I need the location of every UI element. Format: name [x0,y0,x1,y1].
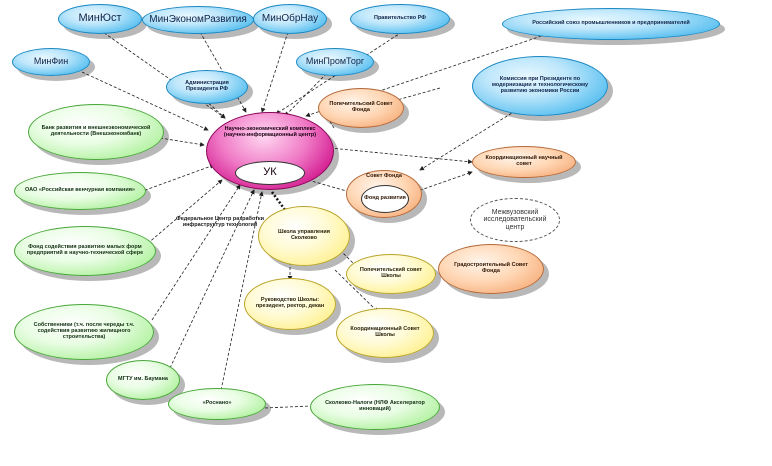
sovet-fonda-inner: Фонд развития [361,185,409,213]
edge-fond-uk [139,179,223,251]
edge-minobr-uk [260,31,289,113]
node-osao: ОАО «Российская венчурная компания» [14,172,146,210]
edge-uk-sovet [307,179,351,193]
node-bank: Банк развития и внешнеэкономической деят… [28,104,164,160]
edge-bank-uk [159,137,205,147]
node-rukovodstvo: Руководство Школы: президент, ректор, де… [244,278,336,330]
node-pravitelstvo: Правительство РФ [350,4,450,34]
node-komissiya: Комиссия при Президенте по модернизации … [472,56,608,116]
node-gradostroitelny: Градостроительный Совет Фонда [438,244,544,294]
edge-mgtu-uk [169,189,255,369]
edge-minprom-uk [284,69,331,117]
edge-rosnano-nalog [264,405,311,409]
node-minfin: МинФин [12,48,90,76]
node-shkola: Школа управления Сколково [258,206,350,266]
node-mgtu: МГТУ им. Баумана [106,360,180,400]
node-minekonom: МинЭкономРазвития [142,6,254,34]
node-popechitelsky: Попечительский Совет Фонда [318,88,404,128]
node-minobr: МинОбрНау [253,4,327,34]
node-rspp: Российский союз промышленников и предпри… [502,8,720,40]
edge-minfin-uk [81,71,209,131]
node-sobstvenniki: Собственники (т.ч. после череды т.ч. сод… [14,304,154,360]
edge-osao-uk [139,164,215,193]
edge-popech-uk [389,87,441,104]
node-mezhvuzovsky: Межвузовский исследовательский центр [470,198,560,242]
node-koordinacionny-nauchny: Координационный научный совет [472,146,576,178]
node-minyust: МинЮст [58,4,142,34]
node-administraciya: Администрация Президента РФ [166,70,248,104]
edge-shkola-koord [334,269,379,313]
edge-sobstvenniki-uk [151,184,241,321]
edge-administraciya-uk [204,99,226,119]
edge-uk-koord [329,147,473,164]
node-minprom: МинПромТорг [296,48,374,76]
node-sovet-fonda: Совет Фонда Фонд развития [346,170,422,218]
edge-rosnano-uk [219,191,264,396]
edge-uk-shkola [270,191,290,215]
node-popech-shkoly: Попечительский совет Школы [346,254,436,294]
label-centr: Федеральное Центр разработки инфраструкт… [176,216,264,229]
node-skolkovo-nalog: Сколково-Налоги (НЛФ Акселератор инновац… [310,384,440,430]
edge-sovet-koord [414,171,473,193]
node-fond-sodeystviya: Фонд содействия развитию малых форм пред… [14,226,156,276]
node-rosnano: «Роснано» [168,388,266,420]
uk-inner: УК [235,161,305,185]
node-koordinacionny-shkoly: Координационный Совет Школы [336,308,434,358]
node-uk-complex: Научно-экономический комплекс (научно-ин… [206,112,334,190]
